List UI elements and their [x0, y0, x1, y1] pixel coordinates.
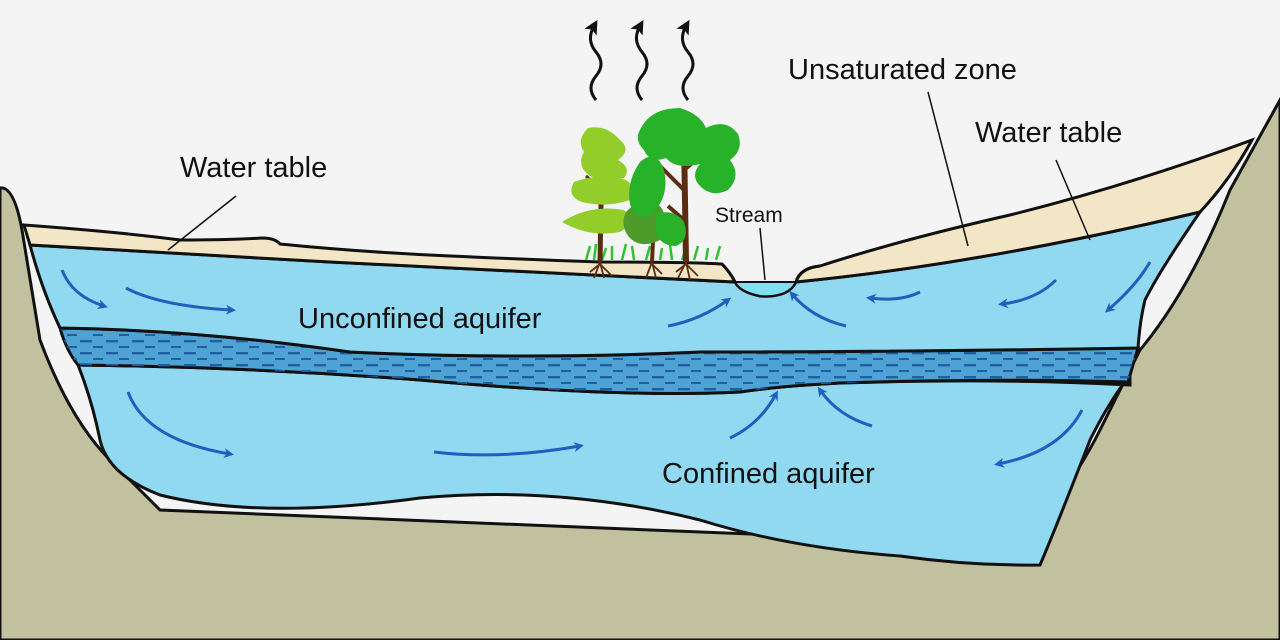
flow-arrow-6: [998, 278, 1058, 309]
flow-arrow-3: [667, 297, 732, 328]
flow-arrow-7: [1104, 261, 1152, 313]
confining-layer-dash-texture: [60, 328, 1138, 394]
tree-icon-light: [562, 127, 635, 263]
tree-icon-bright: [629, 108, 740, 263]
water-table-left-leader: [167, 195, 237, 251]
roots-icon: [589, 261, 699, 281]
grass-icon: [584, 243, 722, 261]
water-table-left-label: Water table: [180, 152, 327, 184]
stream-label: Stream: [715, 204, 783, 227]
unconfined-aquifer-label: Unconfined aquifer: [298, 303, 542, 335]
wavy-up-arrow-icon: [584, 19, 695, 101]
flow-arrow-4: [789, 290, 847, 328]
unsaturated-zone-leader: [927, 91, 969, 247]
flow-arrow-1: [60, 269, 108, 309]
confined-aquifer-label: Confined aquifer: [662, 458, 875, 490]
unsaturated-zone-label: Unsaturated zone: [788, 54, 1017, 86]
stream-water: [733, 281, 798, 298]
stream-leader: [759, 227, 766, 281]
flow-arrow-5: [866, 290, 921, 304]
water-table-right-leader: [1055, 159, 1091, 241]
flow-arrow-8: [126, 391, 234, 458]
flow-arrow-2: [125, 286, 236, 315]
flow-arrow-9: [433, 442, 584, 457]
unsaturated-zone-right: [793, 137, 1256, 284]
water-table-right-label: Water table: [975, 117, 1122, 149]
flow-arrow-10: [729, 390, 778, 440]
curved-arrow-icon-group: [60, 261, 1152, 468]
flow-arrow-11: [817, 386, 873, 428]
flow-arrow-12: [994, 409, 1084, 468]
